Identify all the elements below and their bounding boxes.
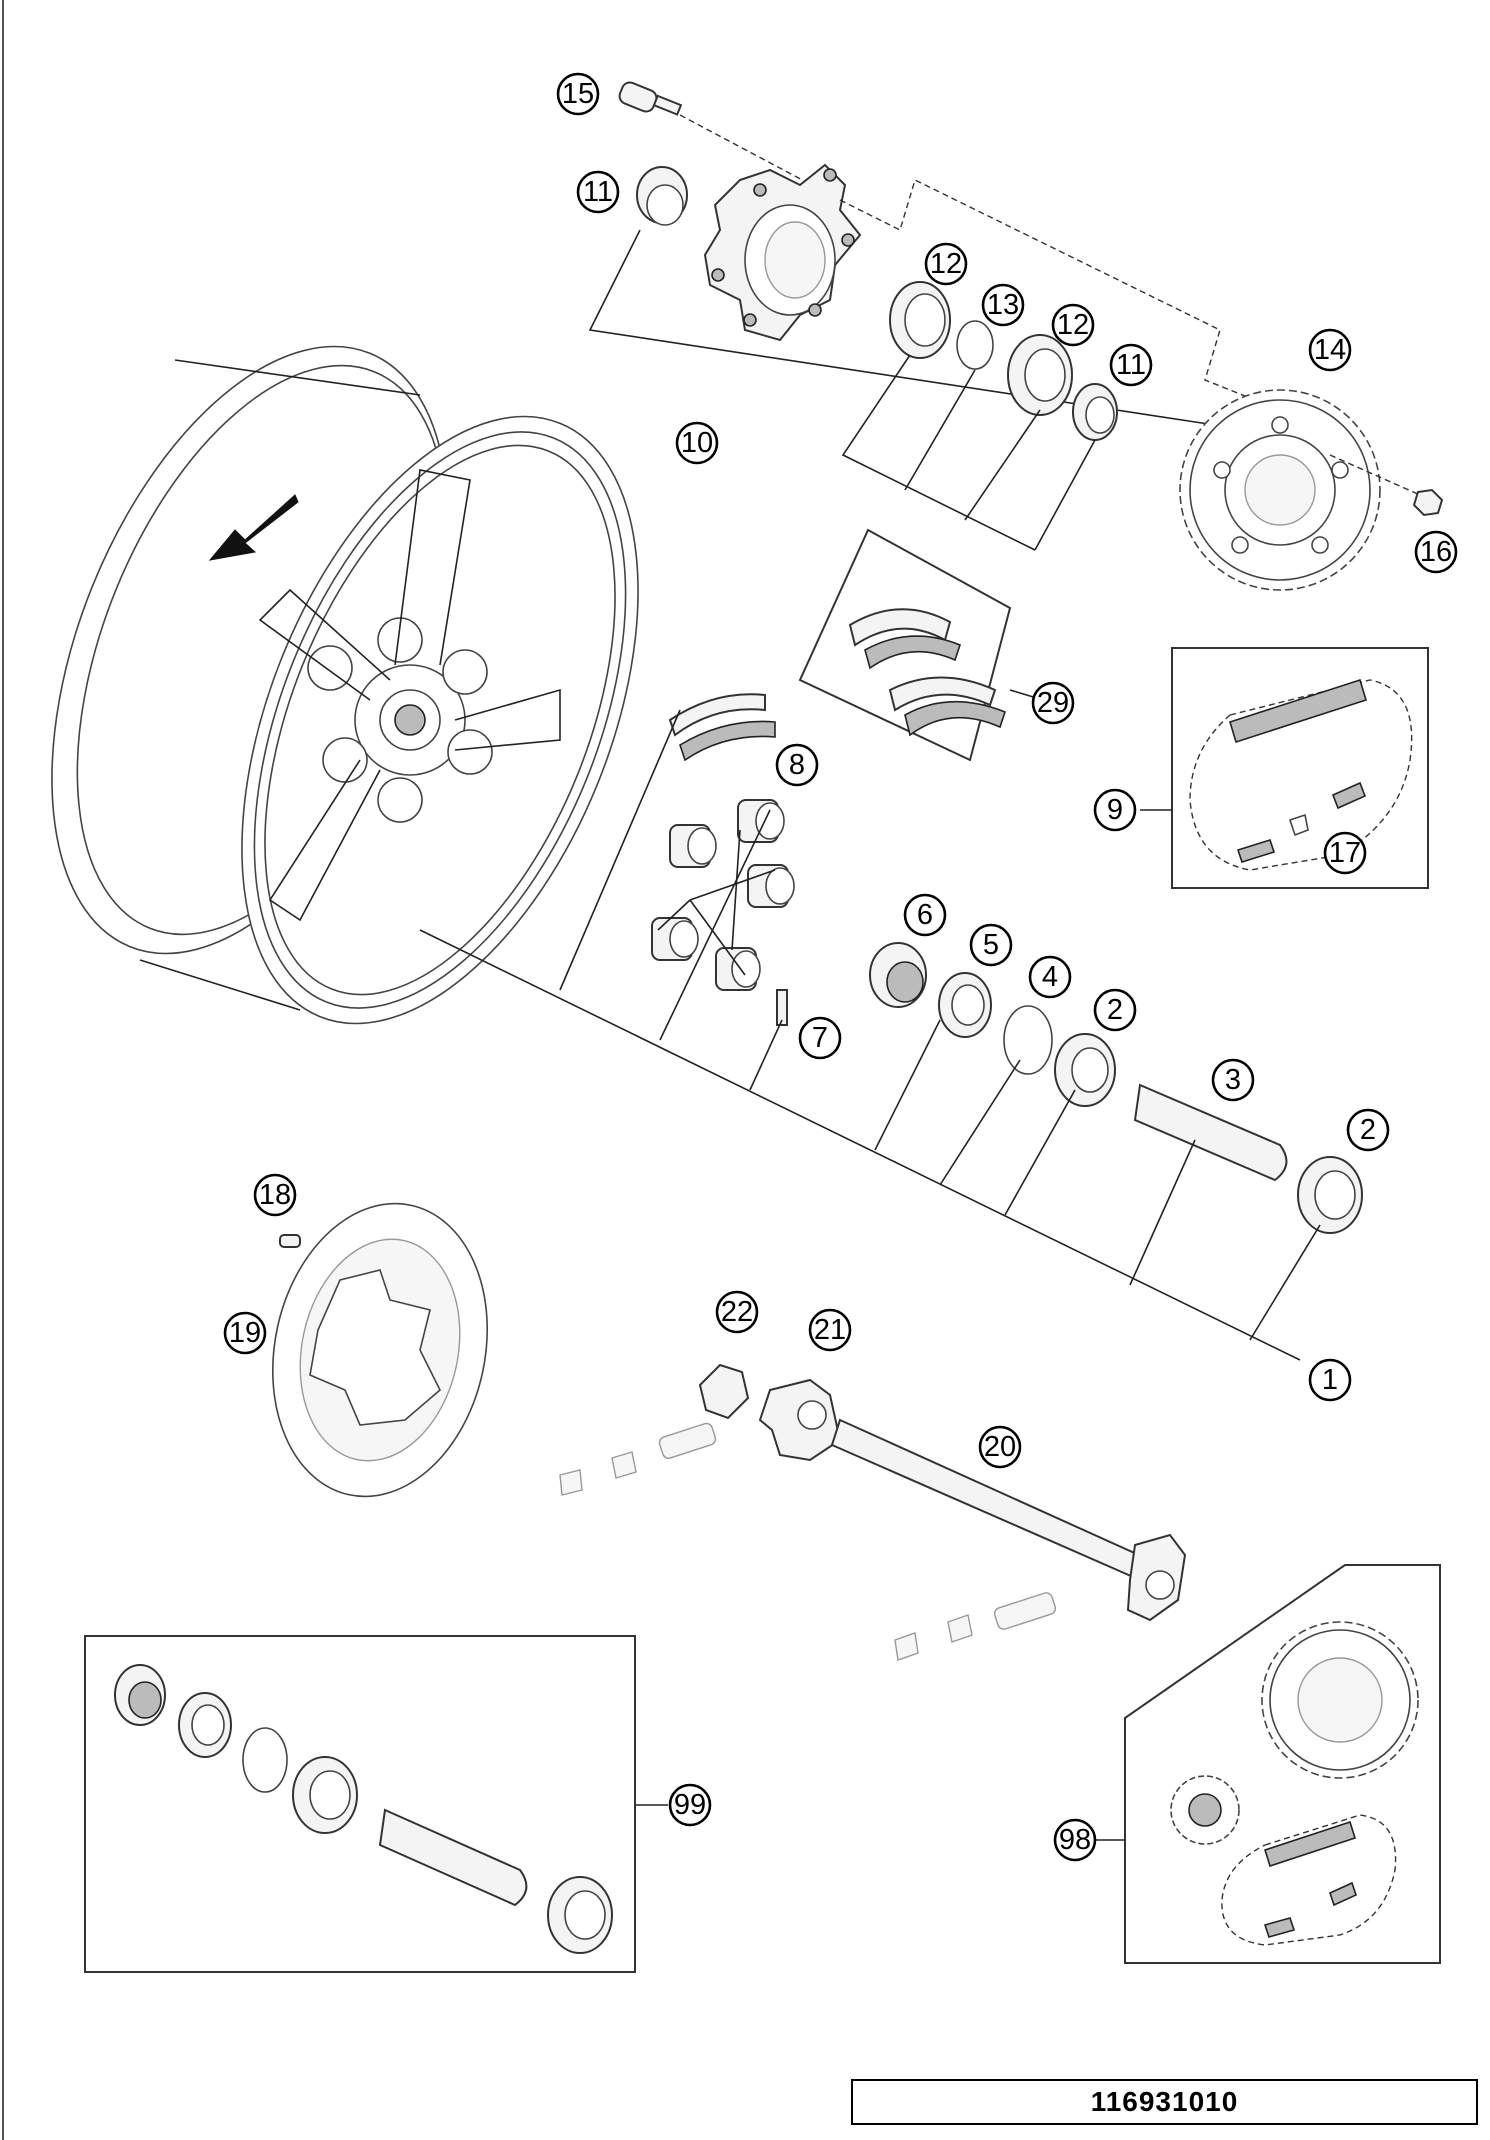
svg-text:22: 22 (721, 1296, 753, 1328)
callout-98: 98 (1053, 1818, 1097, 1862)
callout-3: 3 (1211, 1058, 1255, 1102)
svg-text:99: 99 (674, 1789, 706, 1821)
callout-11-right: 11 (1109, 343, 1153, 387)
callout-22: 22 (715, 1290, 759, 1334)
svg-text:16: 16 (1420, 536, 1452, 568)
callout-16: 16 (1414, 530, 1458, 574)
callout-21: 21 (808, 1308, 852, 1352)
svg-text:12: 12 (1057, 309, 1089, 341)
callout-4: 4 (1028, 955, 1072, 999)
carrier-bearings-group (841, 281, 1118, 551)
svg-text:3: 3 (1225, 1064, 1241, 1096)
svg-text:29: 29 (1037, 687, 1069, 719)
callout-5: 5 (969, 923, 1013, 967)
svg-text:12: 12 (930, 248, 962, 280)
svg-text:11: 11 (1116, 349, 1146, 381)
svg-text:10: 10 (681, 427, 713, 459)
callout-2-lower: 2 (1346, 1108, 1390, 1152)
callout-29: 29 (1031, 681, 1075, 725)
svg-text:2: 2 (1107, 994, 1123, 1026)
svg-text:15: 15 (562, 78, 594, 110)
drawing-number-box: 116931010 (851, 2079, 1478, 2125)
wheel-bearings-group (419, 709, 1363, 1361)
svg-text:98: 98 (1059, 1824, 1091, 1856)
callout-10: 10 (675, 421, 719, 465)
callout-17: 19 (223, 1311, 267, 1355)
frame-left-edge (2, 0, 4, 2140)
svg-text:11: 11 (583, 176, 613, 208)
callout-15: 15 (556, 72, 600, 116)
axle-group (559, 1363, 1187, 1661)
svg-text:19: 19 (229, 1317, 261, 1349)
callout-12-right: 12 (1051, 303, 1095, 347)
svg-text:9: 9 (1107, 794, 1123, 826)
callout-18: 18 (253, 1173, 297, 1217)
svg-text:20: 20 (984, 1431, 1016, 1463)
callout-8: 8 (775, 743, 819, 787)
svg-text:18: 18 (259, 1179, 291, 1211)
rotation-direction-arrow (208, 494, 299, 561)
callout-6: 6 (903, 893, 947, 937)
rear-sprocket-group (1179, 389, 1444, 591)
callout-19: 17 (1323, 831, 1367, 875)
svg-text:17: 17 (1329, 837, 1361, 869)
svg-text:13: 13 (987, 289, 1019, 321)
sprocket-carrier-group (588, 81, 1256, 426)
svg-text:6: 6 (917, 899, 933, 931)
rim-decals-group (668, 528, 1051, 762)
drive-kit-98-group (1095, 1564, 1441, 1964)
callout-99: 99 (668, 1783, 712, 1827)
callout-13: 13 (981, 283, 1025, 327)
svg-text:21: 21 (814, 1314, 846, 1346)
bearing-kit-99-group (84, 1635, 668, 1973)
svg-text:14: 14 (1314, 334, 1346, 366)
svg-text:7: 7 (812, 1022, 828, 1054)
svg-text:2: 2 (1360, 1114, 1376, 1146)
callout-14: 14 (1308, 328, 1352, 372)
brake-disc-group (271, 1202, 489, 1498)
callout-12-left: 12 (924, 242, 968, 286)
chain-group (1140, 647, 1429, 889)
callout-7: 7 (798, 1016, 842, 1060)
svg-text:4: 4 (1042, 961, 1058, 993)
callout-20: 20 (978, 1425, 1022, 1469)
callout-2-upper: 2 (1093, 988, 1137, 1032)
callout-9: 9 (1093, 788, 1137, 832)
svg-text:8: 8 (789, 749, 805, 781)
rear-wheel-drawing (51, 345, 639, 1025)
callout-1: 1 (1308, 1358, 1352, 1402)
svg-text:5: 5 (983, 929, 999, 961)
svg-text:1: 1 (1322, 1364, 1338, 1396)
callout-11-top: 11 (576, 170, 620, 214)
